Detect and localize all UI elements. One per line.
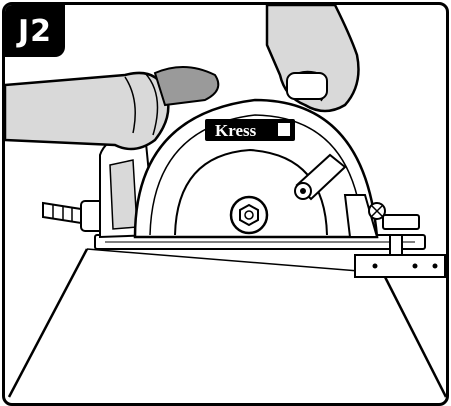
parallel-guide-icon: [354, 214, 446, 278]
front-knob-icon: [286, 72, 328, 100]
brand-logo: Kress: [215, 121, 257, 140]
workpiece-top-edge: [86, 248, 384, 274]
workpiece-right-edge: [381, 272, 446, 398]
depth-lever-icon: [294, 153, 347, 201]
blade-guard: Kress: [133, 98, 379, 239]
left-hand-icon: [5, 71, 170, 151]
brand-plate: [205, 119, 295, 141]
saw-illustration: Kress: [5, 5, 446, 398]
rear-handle: [153, 65, 220, 107]
power-cord-icon: [42, 200, 104, 232]
step-label: J2: [17, 13, 53, 49]
step-label-badge: J2: [5, 5, 65, 57]
workpiece-left-edge: [7, 248, 89, 398]
right-hand-icon: [265, 5, 360, 113]
arbor-bolt-icon: [229, 195, 269, 235]
workpiece-icon: [7, 248, 446, 398]
front-bracket: [343, 194, 386, 238]
